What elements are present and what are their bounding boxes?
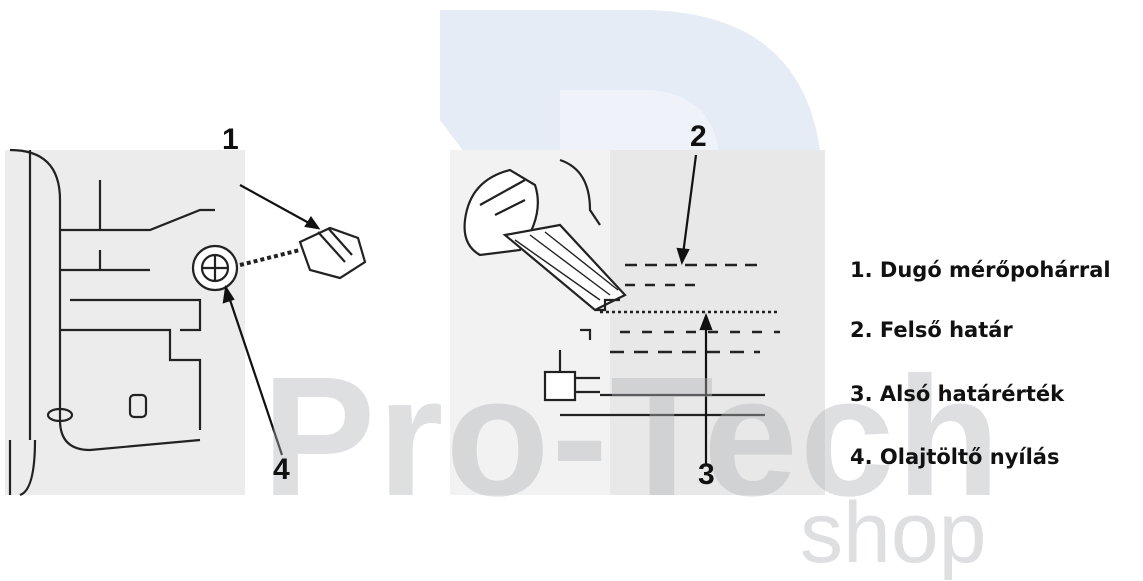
callout-number-4: 4 (273, 453, 290, 486)
legend-item-3: 3. Alsó határérték (850, 382, 1065, 406)
callout-number-2: 2 (690, 120, 707, 153)
engine-block-left (5, 148, 245, 497)
dipstick-plug (239, 226, 367, 280)
legend-item-1: 1. Dugó mérőpohárral (850, 258, 1111, 282)
legend-item-4: 4. Olajtöltő nyílás (850, 445, 1060, 469)
watermark-sub-text: shop (800, 485, 987, 581)
callout-arrows (222, 154, 713, 465)
callout-number-3: 3 (698, 458, 715, 491)
callout-number-1: 1 (222, 123, 239, 156)
oil-sump-section (450, 150, 825, 495)
watermark-brand-text: Pro-Tech (262, 342, 1003, 532)
legend-item-2: 2. Felső határ (850, 318, 1013, 342)
